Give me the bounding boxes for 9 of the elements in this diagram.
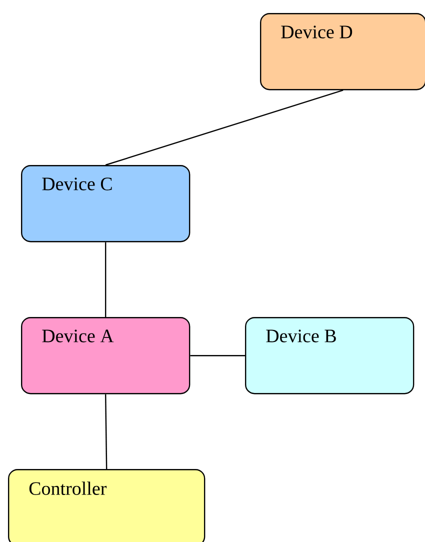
- device-box: Controller: [8, 469, 206, 542]
- device-box: Device C: [21, 165, 190, 242]
- connector-line: [190, 355, 245, 356]
- device-box: Device D: [260, 13, 425, 90]
- device-box: Device B: [245, 317, 414, 394]
- connector-line: [105, 394, 108, 469]
- connector-line: [105, 242, 106, 317]
- connector-line: [105, 90, 344, 166]
- device-box: Device A: [21, 317, 190, 394]
